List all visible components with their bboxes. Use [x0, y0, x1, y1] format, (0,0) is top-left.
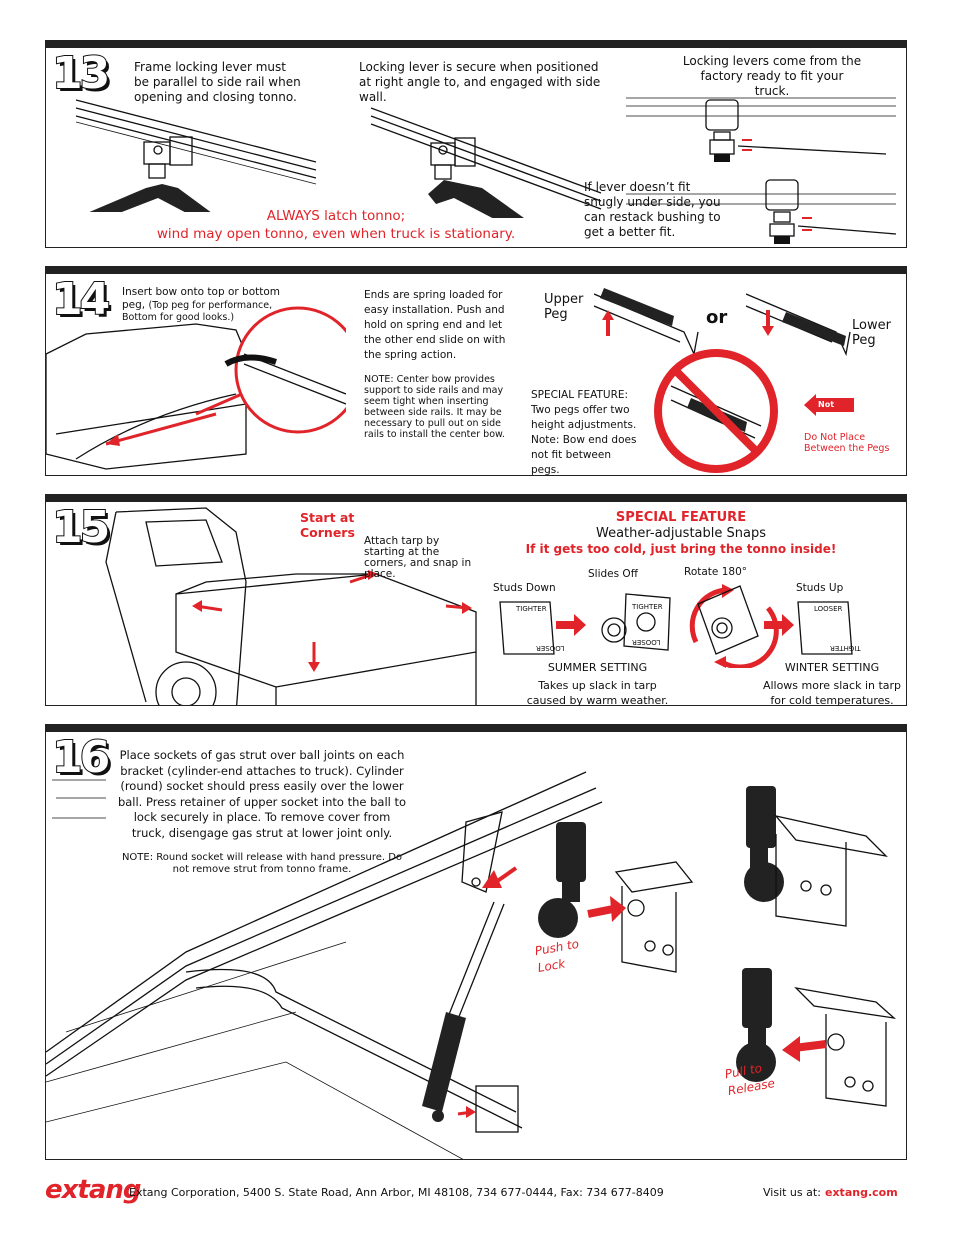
- snap-4-looser: LOOSER: [814, 605, 843, 613]
- lever-parallel-illustration: [75, 99, 317, 212]
- not-tag-label: Not: [818, 400, 835, 409]
- arrow-right-icon-1: [556, 614, 586, 636]
- snap-2-tighter: TIGHTER: [632, 603, 663, 611]
- slides-off-label: Slides Off: [588, 568, 638, 580]
- step-14-text-insert: Insert bow onto top or bottom peg, (Top …: [122, 286, 302, 324]
- special-feature-pegs: SPECIAL FEATURE: Two pegs offer two heig…: [531, 389, 637, 476]
- locking-lever-stack-illustration: [626, 97, 897, 244]
- step-13-text-left: Frame locking lever must be parallel to …: [134, 60, 301, 104]
- footer-address: Extang Corporation, 5400 S. State Road, …: [129, 1186, 664, 1199]
- studs-down-label: Studs Down: [493, 582, 556, 594]
- snap-2-looser: LOOSER: [632, 638, 661, 646]
- step-14-number: 14: [51, 274, 111, 325]
- step-14-insert-note: (Top peg for performance, Bottom for goo…: [122, 299, 273, 323]
- pull-to-release-illustration: [736, 968, 897, 1107]
- studs-up-label: Studs Up: [796, 582, 844, 594]
- lever-right-angle-illustration: [370, 107, 602, 218]
- step-13-text-right-bottom: If lever doesn’t fit snugly under side, …: [584, 180, 721, 239]
- extang-logo: extang: [45, 1175, 141, 1205]
- snap-stud-down-icon: [499, 601, 555, 655]
- start-at-corners: Start at Corners: [300, 510, 355, 540]
- upper-peg-label: Upper Peg: [544, 292, 584, 322]
- winter-setting-title: WINTER SETTING: [784, 661, 880, 674]
- step-14-insert-main: Insert bow onto top or bottom peg,: [122, 286, 281, 311]
- too-cold-text: If it gets too cold, just bring the tonn…: [525, 542, 837, 556]
- winter-setting-text: Allows more slack in tarp for cold tempe…: [762, 679, 902, 706]
- snap-rotate-icon: [689, 584, 779, 668]
- snap-stud-up-icon: [797, 601, 853, 655]
- push-to-lock-illustration: [538, 822, 694, 973]
- step-15-number: 15: [51, 502, 111, 553]
- lower-peg-label: Lower Peg: [852, 318, 891, 348]
- footer-visit-label: Visit us at:: [763, 1186, 821, 1199]
- step-13-number: 13: [51, 48, 111, 99]
- step-14-text-note: NOTE: Center bow provides support to sid…: [364, 374, 505, 440]
- strut-socket-engaged-illustration: [744, 786, 888, 927]
- footer-website-link[interactable]: extang.com: [825, 1186, 898, 1199]
- arrow-right-icon-2: [764, 614, 794, 636]
- snap-slide-off-icon: [601, 593, 671, 651]
- step-13-text-mid: Locking lever is secure when positioned …: [359, 60, 601, 104]
- gas-strut-frame-illustration: [46, 771, 603, 1159]
- step-16-panel: 16 Place sockets of gas strut over ball …: [45, 724, 907, 1160]
- snap-4-tighter: TIGHTER: [830, 644, 861, 652]
- prohibited-sign-icon: [654, 349, 778, 473]
- do-not-place-label: Do Not Place Between the Pegs: [804, 432, 890, 454]
- snap-1-tighter: TIGHTER: [516, 605, 547, 613]
- rotate-label: Rotate 180°: [684, 566, 748, 578]
- step-13-warning-line2: wind may open tonno, even when truck is …: [156, 226, 516, 242]
- summer-setting-text: Takes up slack in tarp caused by warm we…: [526, 679, 669, 706]
- step-16-text-note: NOTE: Round socket will release with han…: [121, 852, 403, 875]
- special-feature-title: SPECIAL FEATURE: [615, 510, 747, 525]
- lower-peg-illustration: [746, 293, 851, 357]
- snaps-title: Weather-adjustable Snaps: [596, 526, 766, 541]
- step-13-warning-line1: ALWAYS latch tonno;: [266, 208, 406, 224]
- summer-setting-title: SUMMER SETTING: [547, 661, 648, 674]
- attach-tarp-text: Attach tarp by starting at the corners, …: [364, 535, 472, 580]
- upper-peg-illustration: [594, 288, 699, 357]
- step-14-text-ends: Ends are spring loaded for easy installa…: [364, 289, 506, 361]
- truck-bed-bow-illustration: [46, 306, 346, 470]
- step-16-number: 16: [51, 732, 111, 783]
- truck-tarp-illustration: [105, 507, 477, 705]
- step-16-text-main: Place sockets of gas strut over ball joi…: [117, 748, 407, 840]
- step-15-panel: 15 Start at Corners Attach tarp by start…: [45, 494, 907, 706]
- step-13-text-right-top: Locking levers come from the factory rea…: [682, 54, 862, 98]
- step-14-panel: 14 Insert bow onto top or bottom peg, (T…: [45, 266, 907, 476]
- footer: extang Extang Corporation, 5400 S. State…: [45, 1175, 907, 1215]
- step-13-panel: 13 Frame locking lever must be parallel …: [45, 40, 907, 248]
- snap-1-looser: LOOSER: [536, 644, 565, 652]
- or-label: or: [706, 307, 728, 328]
- not-tag-arrow: [804, 394, 854, 416]
